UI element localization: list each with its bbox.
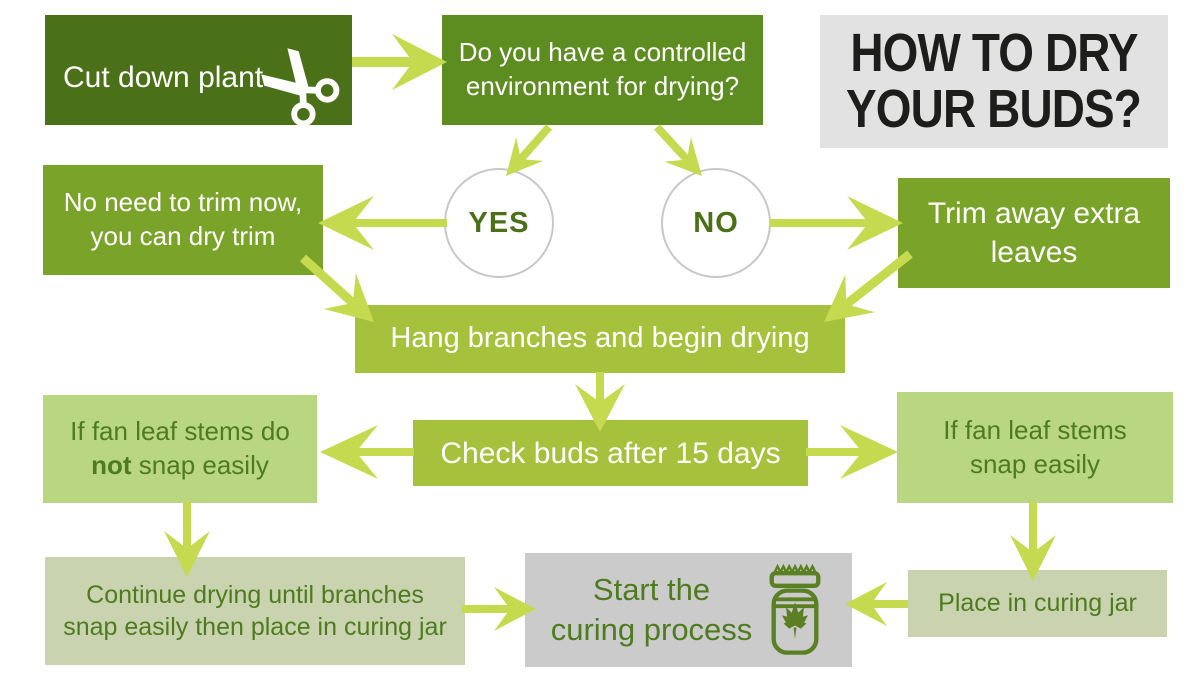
step-place-in-jar: Place in curing jar <box>908 570 1167 637</box>
condition-label-line2: not snap easily <box>91 449 269 483</box>
curing-jar-icon <box>764 562 826 658</box>
branch-no-label: NO <box>693 206 739 239</box>
page-title: HOW TO DRY YOUR BUDS? <box>820 15 1168 148</box>
step-trim-away-leaves: Trim away extra leaves <box>898 178 1170 288</box>
step-label: Cut down plant <box>63 60 264 94</box>
decision-label-line2: environment for drying? <box>465 71 740 101</box>
step-label-line2: leaves <box>990 236 1078 269</box>
step-label: Place in curing jar <box>938 589 1137 618</box>
page-title-line1: HOW TO DRY <box>850 23 1138 84</box>
step-label-line1: Continue drying until branches <box>86 580 424 609</box>
decision-controlled-environment: Do you have a controlled environment for… <box>442 15 763 125</box>
step-check-buds: Check buds after 15 days <box>413 420 808 486</box>
scissors-icon <box>245 32 364 151</box>
step-hang-branches: Hang branches and begin drying <box>355 305 845 373</box>
branch-no: NO <box>661 168 771 278</box>
step-start-curing: Start the curing process <box>525 553 852 667</box>
condition-label-line2: snap easily <box>969 448 1101 479</box>
step-label: Check buds after 15 days <box>440 436 781 470</box>
step-label-line1: No need to trim now, <box>63 187 303 218</box>
step-label: Hang branches and begin drying <box>390 322 810 355</box>
condition-stems-snap: If fan leaf stems snap easily <box>897 392 1173 503</box>
step-label-line2: curing process <box>550 612 753 647</box>
page-title-line2: YOUR BUDS? <box>846 78 1143 139</box>
condition-label-line1: If fan leaf stems do <box>70 416 290 447</box>
step-cut-down-plant: Cut down plant <box>45 15 352 127</box>
step-no-need-to-trim: No need to trim now, you can dry trim <box>43 165 323 275</box>
step-label: Start the curing process <box>551 570 753 651</box>
step-label-line2: you can dry trim <box>90 221 276 251</box>
step-continue-drying: Continue drying until branches snap easi… <box>45 557 465 665</box>
branch-yes: YES <box>444 168 554 278</box>
condition-label-rest: snap easily <box>131 450 269 480</box>
condition-label-bold: not <box>91 450 132 480</box>
step-label-line1: Start the <box>592 571 711 607</box>
step-label-line2: snap easily then place in curing jar <box>63 613 447 641</box>
step-label-line1: Trim away extra <box>927 197 1141 230</box>
branch-yes-label: YES <box>468 206 530 239</box>
decision-label-line1: Do you have a controlled <box>458 37 747 68</box>
condition-stems-do-not-snap: If fan leaf stems do not snap easily <box>43 395 317 503</box>
condition-label-line1: If fan leaf stems <box>943 414 1127 445</box>
